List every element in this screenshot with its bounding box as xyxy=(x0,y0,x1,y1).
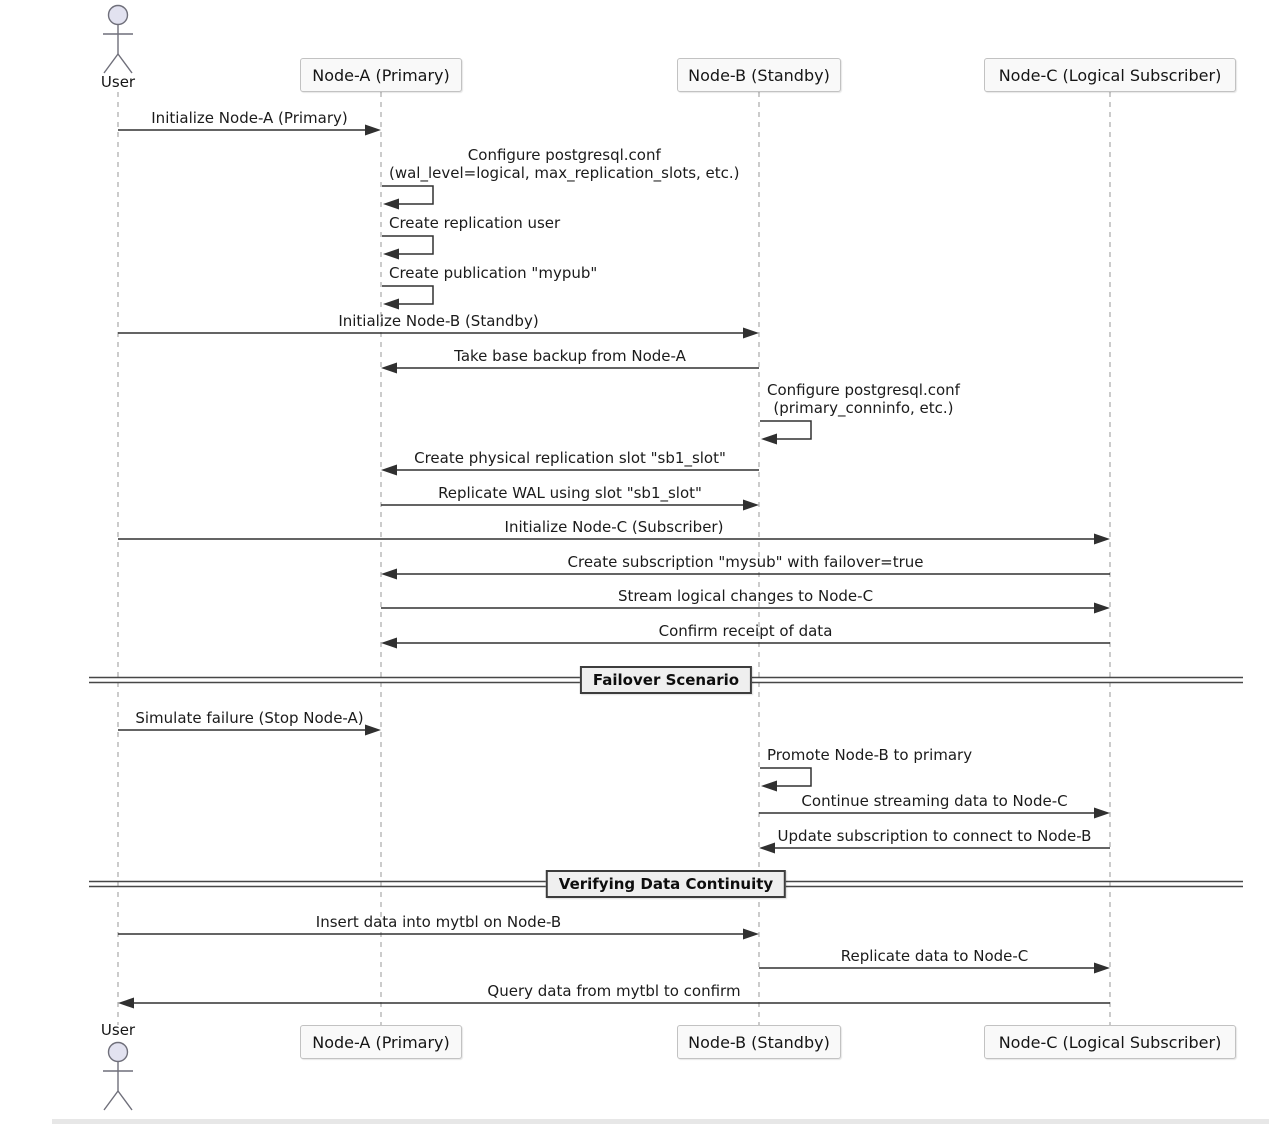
arrowhead-left-icon xyxy=(383,198,399,210)
actor-top-leg-icon xyxy=(103,53,119,74)
actor-bottom-leg-icon xyxy=(103,1090,119,1111)
message-label-21: Query data from mytbl to confirm xyxy=(487,982,741,1000)
message-label-7: Create physical replication slot "sb1_sl… xyxy=(414,449,726,467)
message-label-10: Create subscription "mysub" with failove… xyxy=(567,553,924,571)
message-label-20: Replicate data to Node-C xyxy=(840,947,1029,965)
participant-box-nodeA-bottom: Node-A (Primary) xyxy=(300,1025,462,1059)
arrowhead-left-icon xyxy=(383,248,399,260)
arrowhead-left-icon xyxy=(381,637,397,649)
actor-bottom-leg-icon xyxy=(117,1090,133,1111)
message-label-9: Initialize Node-C (Subscriber) xyxy=(504,518,724,536)
arrowhead-right-icon xyxy=(1094,533,1110,545)
arrowhead-left-icon xyxy=(761,433,777,445)
message-label-16: Continue streaming data to Node-C xyxy=(801,792,1068,810)
message-label-4: Initialize Node-B (Standby) xyxy=(338,312,539,330)
message-label-19: Insert data into mytbl on Node-B xyxy=(315,913,562,931)
message-label-17: Update subscription to connect to Node-B xyxy=(777,827,1092,845)
message-label-5: Take base backup from Node-A xyxy=(454,347,686,365)
self-message-label-1: Configure postgresql.conf (wal_level=log… xyxy=(389,146,740,182)
self-message-loop-1 xyxy=(382,185,434,205)
arrowhead-right-icon xyxy=(365,124,381,136)
arrowhead-left-icon xyxy=(118,997,134,1009)
actor-top-head-icon xyxy=(107,4,129,26)
arrowhead-left-icon xyxy=(381,464,397,476)
participant-box-nodeC-bottom: Node-C (Logical Subscriber) xyxy=(984,1025,1236,1059)
self-message-loop-15 xyxy=(760,767,812,787)
self-message-loop-6 xyxy=(760,420,812,440)
arrowhead-left-icon xyxy=(759,842,775,854)
message-label-8: Replicate WAL using slot "sb1_slot" xyxy=(438,484,702,502)
arrowhead-left-icon xyxy=(381,362,397,374)
divider-label-18: Verifying Data Continuity xyxy=(545,870,787,898)
actor-label-top: User xyxy=(100,73,136,91)
actor-top-leg-icon xyxy=(117,53,133,74)
self-message-label-15: Promote Node-B to primary xyxy=(767,745,973,764)
message-label-0: Initialize Node-A (Primary) xyxy=(151,109,348,127)
participant-box-nodeA-top: Node-A (Primary) xyxy=(300,58,462,92)
arrowhead-right-icon xyxy=(743,928,759,940)
self-message-label-6: Configure postgresql.conf (primary_conni… xyxy=(767,381,960,417)
actor-bottom-head-icon xyxy=(107,1041,129,1063)
self-message-loop-3 xyxy=(382,285,434,305)
self-message-label-2: Create replication user xyxy=(389,213,561,232)
participant-box-nodeB-bottom: Node-B (Standby) xyxy=(677,1025,841,1059)
participant-box-nodeB-top: Node-B (Standby) xyxy=(677,58,841,92)
self-message-label-3: Create publication "mypub" xyxy=(389,263,598,282)
arrowhead-left-icon xyxy=(381,568,397,580)
message-label-11: Stream logical changes to Node-C xyxy=(617,587,874,605)
message-label-14: Simulate failure (Stop Node-A) xyxy=(135,709,364,727)
arrowhead-right-icon xyxy=(365,724,381,736)
arrowhead-right-icon xyxy=(1094,807,1110,819)
arrowhead-right-icon xyxy=(1094,962,1110,974)
actor-label-bottom: User xyxy=(100,1021,136,1039)
window-bottom-edge xyxy=(52,1119,1269,1124)
self-message-loop-2 xyxy=(382,235,434,255)
arrowhead-right-icon xyxy=(1094,602,1110,614)
arrowhead-right-icon xyxy=(743,499,759,511)
arrowhead-right-icon xyxy=(743,327,759,339)
divider-label-13: Failover Scenario xyxy=(579,666,753,694)
arrowhead-left-icon xyxy=(761,780,777,792)
participant-box-nodeC-top: Node-C (Logical Subscriber) xyxy=(984,58,1236,92)
arrowhead-left-icon xyxy=(383,298,399,310)
message-label-12: Confirm receipt of data xyxy=(658,622,833,640)
